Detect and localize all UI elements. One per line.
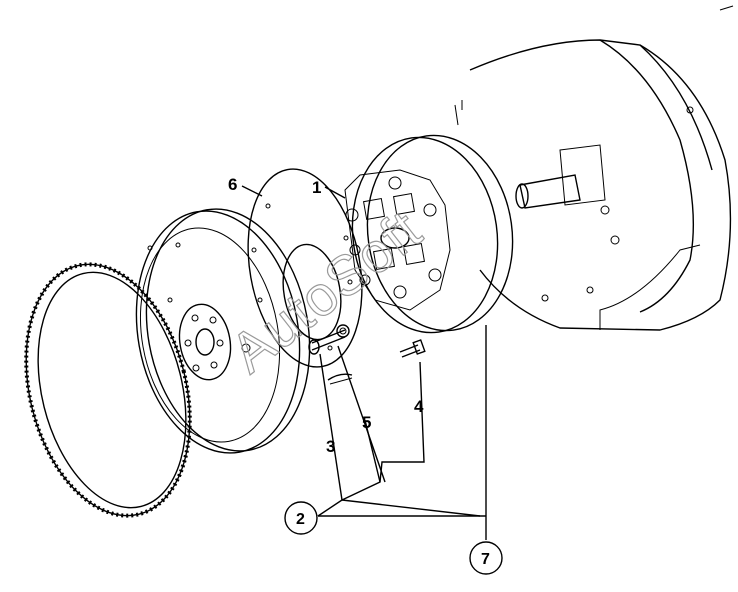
callout-3: 3	[326, 437, 335, 456]
flex-coupling	[344, 134, 514, 334]
callout-2: 2	[296, 511, 305, 528]
callout-1: 1	[312, 178, 321, 197]
ring-gear	[24, 262, 192, 518]
autosoft-watermark: AutoSoft	[219, 198, 433, 385]
fastener-bolt-3	[308, 324, 350, 355]
callout-4: 4	[414, 397, 424, 416]
callout-2-circle: 2	[284, 501, 318, 535]
bell-housing	[454, 5, 734, 331]
washer-5	[327, 373, 353, 385]
flywheel	[135, 208, 311, 454]
callout-5: 5	[362, 413, 371, 432]
callout-7: 7	[481, 551, 490, 568]
fastener-bolt-4	[399, 339, 426, 358]
callout-7-circle: 7	[469, 541, 503, 575]
callout-6: 6	[228, 175, 237, 194]
leader-lines	[241, 185, 487, 540]
